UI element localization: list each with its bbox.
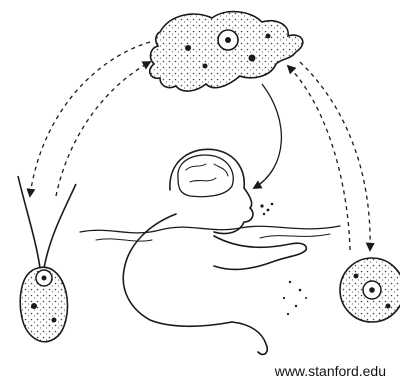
brain-illustration — [178, 155, 233, 197]
arrow-trophozoite-to-flagellate — [30, 42, 150, 196]
cyst-stage — [340, 258, 400, 322]
arrow-trophozoite-to-cyst — [300, 62, 370, 250]
arrow-trophozoite-to-swimmer — [254, 84, 281, 188]
arrow-cyst-to-trophozoite — [288, 66, 350, 250]
arrow-flagellate-to-trophozoite — [56, 62, 150, 196]
flagellate-stage — [18, 176, 76, 342]
swimmer-figure — [80, 149, 340, 354]
source-credit: www.stanford.edu — [275, 363, 386, 379]
trophozoite-stage — [150, 12, 303, 91]
